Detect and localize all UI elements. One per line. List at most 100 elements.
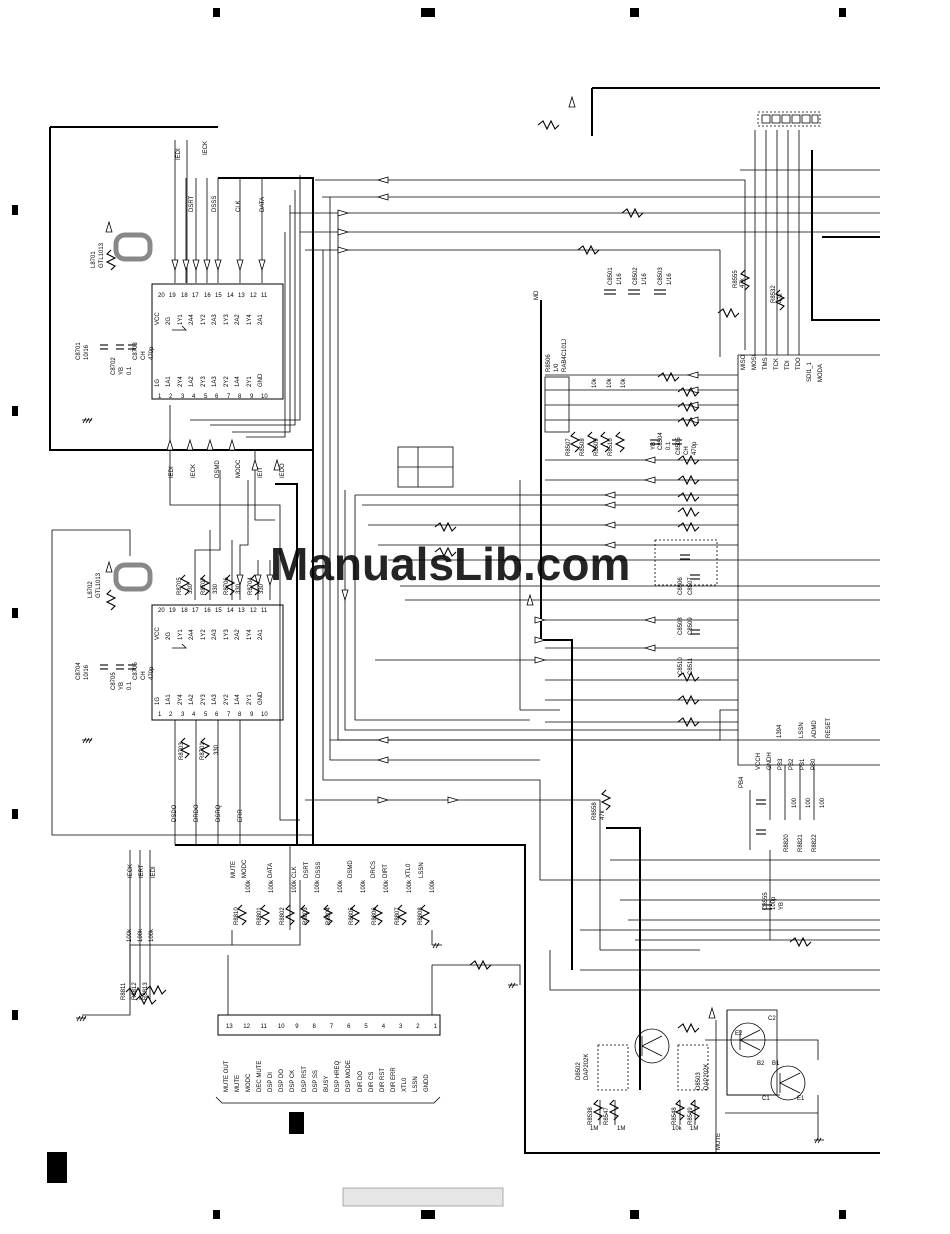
port-label: LSSN: [799, 722, 805, 738]
resistor-ref: R8803: [303, 907, 309, 925]
schematic-label: R8506: [546, 354, 552, 372]
port-label: TCK: [774, 358, 780, 370]
capacitor-glyphs: [100, 289, 772, 910]
ic-bottom-pin-number: 16: [204, 608, 211, 614]
ic-top-pin-name: 1A4: [235, 376, 241, 387]
schematic-label: 100: [792, 797, 798, 808]
ic-bottom-pin-name: 2Y2: [224, 694, 230, 705]
schematic-label: C8555: [763, 892, 769, 910]
net-label: XTL0: [406, 863, 412, 878]
schematic-label: C8701: [76, 342, 82, 360]
schematic-label: DAP202K: [704, 1064, 710, 1090]
resistor-ref: R8801: [257, 907, 263, 925]
schematic-label: L8701: [91, 251, 97, 268]
ic-bottom-pin-name: 1A1: [166, 694, 172, 705]
ic-top-pin-number: 20: [158, 293, 165, 299]
connector-pin-number: 8: [313, 1024, 317, 1030]
schematic-label: C8503: [658, 267, 664, 285]
ground-symbols: [76, 417, 824, 1144]
connector-pin-label: DSP HREQ: [335, 1060, 341, 1092]
net-label: IEDI: [169, 466, 175, 478]
net-label: DSRQ: [216, 804, 222, 822]
resistor-ref: R8802: [280, 907, 286, 925]
ic-bottom-pin-number: 15: [215, 608, 222, 614]
ic-top-arrow: [172, 325, 187, 331]
net-label: MUTE: [716, 1133, 722, 1150]
schematic-label: 470p: [692, 441, 698, 455]
schematic-label: R8507: [566, 438, 572, 456]
net-label: DSRT: [304, 861, 310, 878]
resistor-ref: R8804: [326, 907, 332, 925]
footer-bar: [342, 1187, 504, 1207]
ic-bottom-pin-number: 20: [158, 608, 165, 614]
schematic-label: 10k: [672, 1126, 683, 1132]
ic-bottom-pin-number: 9: [250, 712, 254, 718]
port-label: MOSI: [752, 354, 758, 370]
schematic-label: R8547: [604, 1107, 610, 1125]
connector-pin-label: DIR DO: [358, 1071, 364, 1092]
port-label: TMS: [763, 357, 769, 370]
ic-top-body: [151, 283, 284, 400]
net-label: IERT: [139, 864, 145, 878]
ic-top-pin-number: 19: [169, 293, 176, 299]
schematic-label: 1M: [617, 1126, 625, 1132]
schematic-label: 0.1: [127, 681, 133, 690]
schematic-label: C8510: [678, 657, 684, 675]
ic-top-pin-number: 9: [250, 394, 254, 400]
net-label: DATA: [268, 863, 274, 878]
schematic-label: R8558: [592, 802, 598, 820]
schematic-label: R8704: [248, 577, 254, 595]
rab-array: [544, 376, 570, 433]
ic-bottom-pin-name: 2A3: [212, 629, 218, 640]
schematic-label: 1/16: [667, 273, 673, 285]
net-label: IEDO: [280, 463, 286, 478]
ic-top-pin-number: 5: [204, 394, 208, 400]
schematic-label: 1M: [590, 1126, 598, 1132]
net-label: IEDI: [151, 866, 157, 878]
schematic-label: C8509: [688, 617, 694, 635]
ic-bottom-pin-number: 17: [192, 608, 199, 614]
schematic-label: R8821: [798, 834, 804, 852]
ic-top-pin-name: 1A3: [212, 376, 218, 387]
dashed-cap-group: [654, 539, 718, 586]
schematic-label: R8706: [224, 577, 230, 595]
schematic-label: R8703: [179, 742, 185, 760]
schematic-label: 100: [820, 797, 826, 808]
resistor-value: 100k: [338, 879, 344, 893]
schematic-label: GTL1013: [99, 242, 105, 268]
schematic-label: C8501: [608, 267, 614, 285]
ic-bottom-pin-name: 1Y2: [201, 629, 207, 640]
port-label: PB3: [778, 758, 784, 770]
resistor-value: 100k: [292, 879, 298, 893]
resistor-ref: R8807: [395, 907, 401, 925]
port-label: RESET: [826, 718, 832, 738]
ic-top-pin-number: 3: [181, 394, 185, 400]
schematic-label: 0.1: [666, 441, 672, 450]
wiring: [51, 130, 880, 1153]
ic-bottom-pin-number: 18: [181, 608, 188, 614]
ic-bottom-pin-number: 19: [169, 608, 176, 614]
net-label: MD: [534, 290, 540, 300]
ic-bottom-pin-number: 6: [215, 712, 219, 718]
resistor-value: 100k: [269, 879, 275, 893]
net-label: DSSS: [316, 862, 322, 878]
schematic-label: R8510: [608, 438, 614, 456]
ic-top-pin-name: 1G: [155, 379, 161, 387]
schematic-label: 10/16: [84, 664, 90, 680]
watermark-text: ManualsLib.com: [270, 538, 630, 590]
schematic-label: 10k: [607, 377, 613, 388]
connector-pin-label: XTL0: [402, 1077, 408, 1092]
schematic-label: CH: [141, 351, 147, 360]
schematic-label: 0.1: [127, 366, 133, 375]
ic-bottom-pin-name: VCC: [155, 627, 161, 640]
schematic-label: C8703: [133, 342, 139, 360]
schematic-label: D8503: [696, 1072, 702, 1090]
connector-pin-number: 3: [399, 1024, 403, 1030]
net-label: ERR: [238, 809, 244, 822]
ic-bottom-pin-name: 1A3: [212, 694, 218, 705]
ic-top-pin-number: 4: [192, 394, 196, 400]
ic-bottom-pin-number: 8: [238, 712, 242, 718]
ic-bottom-pin-number: 10: [261, 712, 268, 718]
ic-top-pin-name: VCC: [155, 312, 161, 325]
